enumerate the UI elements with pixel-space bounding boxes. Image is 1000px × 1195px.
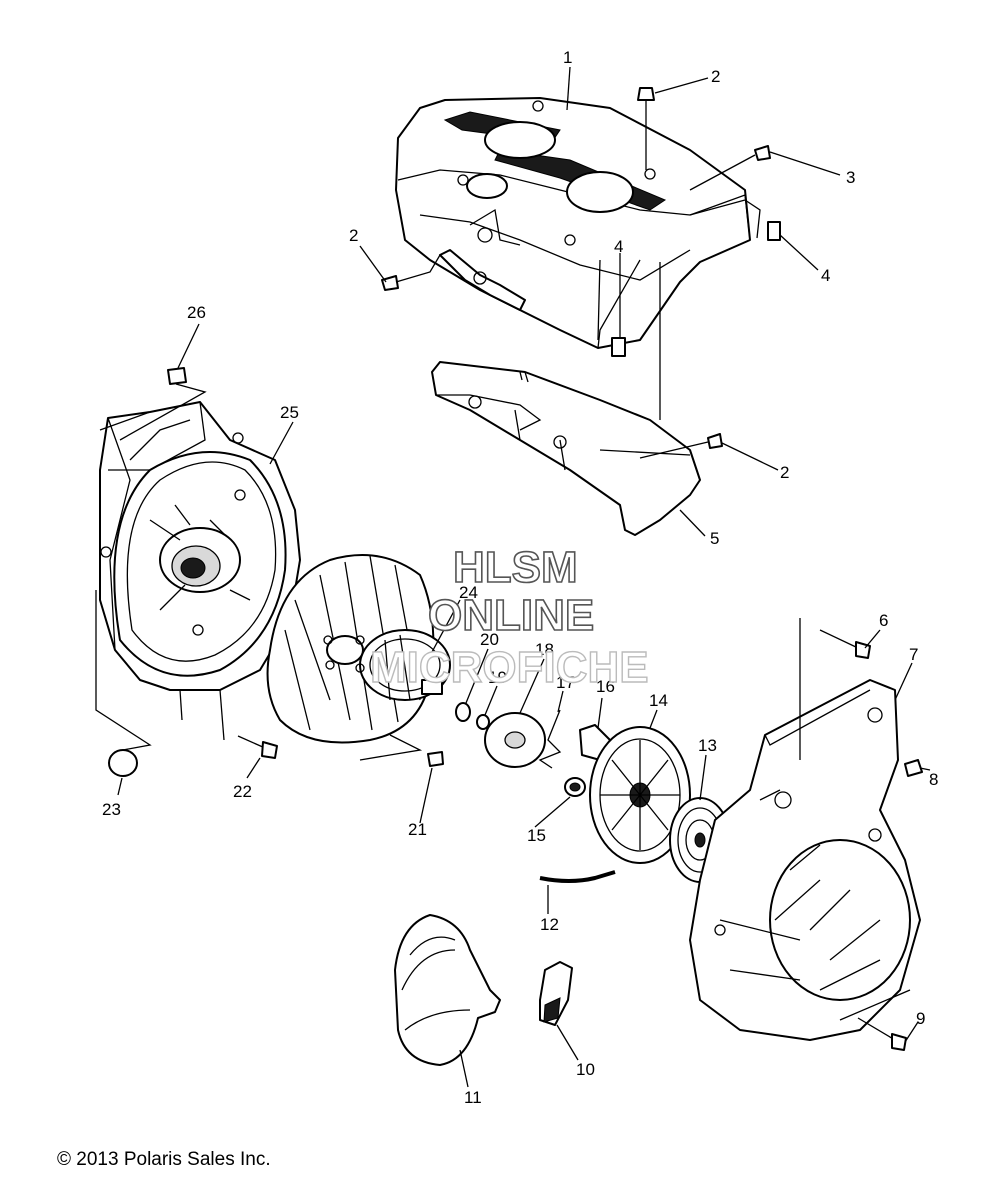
callout-23: 23 (102, 800, 121, 819)
callout-15: 15 (527, 826, 546, 845)
callout-16: 16 (596, 677, 615, 696)
callout-22: 22 (233, 782, 252, 801)
copyright-text: © 2013 Polaris Sales Inc. (57, 1149, 271, 1170)
callout-13: 13 (698, 736, 717, 755)
leader-lines (117, 66, 931, 1088)
part-18-plate (484, 712, 546, 768)
bolt-2-right (639, 433, 723, 459)
part-6-bolt (799, 618, 871, 760)
callout-17: 17 (556, 673, 575, 692)
watermark-line-1: HLSM (453, 543, 578, 592)
callout-5: 5 (710, 529, 719, 548)
callout-1: 1 (563, 48, 572, 67)
callout-24: 24 (459, 583, 478, 602)
part-26-grommet (119, 367, 207, 441)
callout-26: 26 (187, 303, 206, 322)
callout-25: 25 (280, 403, 299, 422)
callout-19: 19 (488, 668, 507, 687)
callout-20: 20 (480, 630, 499, 649)
part-23-plug (95, 590, 152, 777)
callout-10: 10 (576, 1060, 595, 1079)
callout-18: 18 (535, 640, 554, 659)
callout-9: 9 (916, 1009, 925, 1028)
callout-labels: 1 2 2 2 3 4 4 5 6 7 8 9 10 11 12 13 14 1… (102, 48, 938, 1107)
bolt-2-top (637, 87, 655, 170)
part-9-bolt (839, 989, 911, 1051)
part-7-recoil-housing (689, 679, 921, 1041)
part-17-spring (538, 709, 562, 769)
callout-12: 12 (540, 915, 559, 934)
callout-2-top: 2 (711, 67, 720, 86)
part-8-grommet (904, 759, 923, 777)
callout-4-right: 4 (821, 266, 830, 285)
watermark-line-2: ONLINE (428, 591, 594, 640)
callout-2-left: 2 (349, 226, 358, 245)
callout-14: 14 (649, 691, 668, 710)
watermark-line-3: MICROFICHE (370, 643, 649, 692)
part-20-nut (455, 702, 471, 722)
part-1-upper-shroud (395, 97, 761, 349)
bolt-3 (689, 145, 771, 191)
clip-4-middle (611, 337, 626, 357)
callout-21: 21 (408, 820, 427, 839)
watermark: HLSM ONLINE MICROFICHE (369, 542, 649, 693)
part-11-starter-handle (394, 914, 501, 1066)
part-14-recoil-pulley (589, 726, 691, 864)
callout-8: 8 (929, 770, 938, 789)
part-22-bolt (219, 689, 278, 759)
part-19-washer (476, 714, 490, 730)
bolt-2-left (381, 254, 441, 291)
part-15-bushing (564, 777, 586, 797)
part-10-rope-guide (539, 961, 573, 1026)
part-25-fan-housing (99, 401, 301, 721)
callout-11: 11 (464, 1088, 482, 1107)
callout-7: 7 (909, 645, 918, 664)
part-5-lower-duct (431, 361, 701, 536)
part-21-screw (359, 734, 444, 767)
part-12-starter-rope (539, 870, 616, 883)
clip-4-right (767, 221, 781, 241)
callout-3: 3 (846, 168, 855, 187)
callout-4-middle: 4 (614, 237, 623, 256)
part-24-fan-wheel (266, 554, 451, 744)
callout-2-right: 2 (780, 463, 789, 482)
callout-6: 6 (879, 611, 888, 630)
